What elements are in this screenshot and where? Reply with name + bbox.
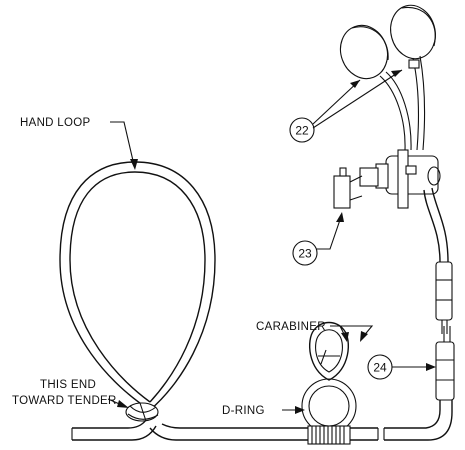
hand-loop-label: HAND LOOP: [20, 117, 90, 129]
rope-knot: [125, 402, 159, 422]
callout-23-number: 23: [298, 247, 312, 261]
callout-22-number: 22: [295, 124, 309, 138]
callout-22: 22: [289, 69, 403, 143]
this-end-leader: [107, 398, 129, 408]
toward-tender-label: TOWARD TENDER: [12, 395, 117, 407]
inline-connector: [435, 261, 455, 401]
d-ring-label: D-RING: [222, 405, 265, 417]
hand-loop-leader: [110, 121, 138, 170]
callout-23: 23: [292, 212, 344, 266]
connector-assembly: [333, 149, 449, 263]
this-end-label: THIS END: [40, 379, 96, 391]
earcups: [339, 4, 436, 151]
tender-rope: [71, 398, 453, 441]
carabiner-leader: [330, 325, 374, 342]
callout-24: 24: [367, 354, 436, 380]
d-ring-leader: [282, 406, 305, 414]
carabiner-label: CARABINER: [256, 321, 326, 333]
callout-24-number: 24: [373, 361, 387, 375]
carabiner: [308, 321, 350, 381]
hand-loop-rope: [59, 161, 216, 411]
d-ring: [301, 378, 357, 445]
